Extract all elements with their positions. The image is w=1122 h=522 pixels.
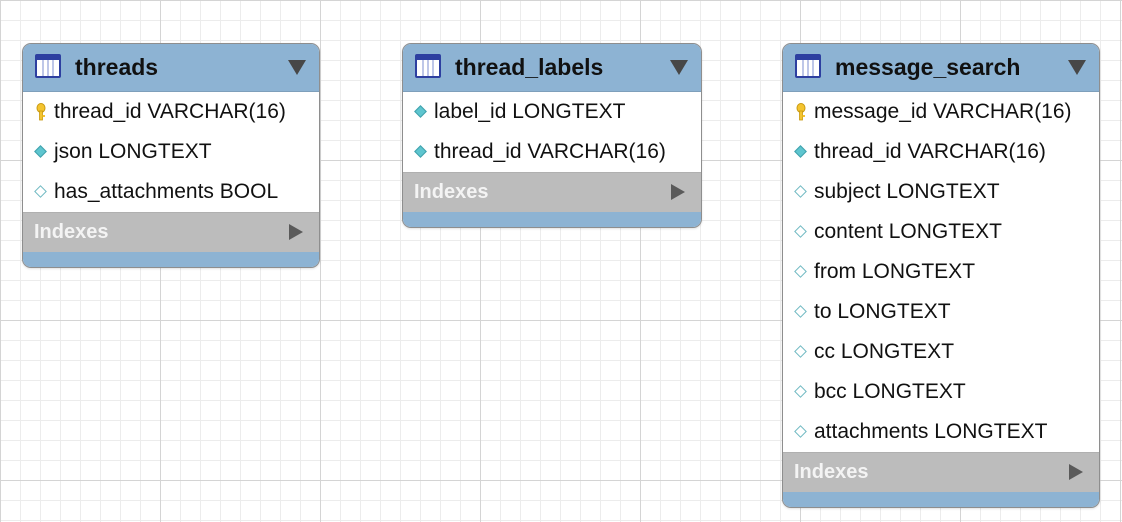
column-list: thread_id VARCHAR(16) json LONGTEXT has_… xyxy=(23,92,319,212)
expand-arrow-icon[interactable] xyxy=(671,184,685,200)
column-name: label_id LONGTEXT xyxy=(434,100,626,123)
table-title: message_search xyxy=(835,54,1021,80)
column-row[interactable]: content LONGTEXT xyxy=(783,212,1099,252)
column-name: content LONGTEXT xyxy=(814,220,1002,243)
column-row[interactable]: from LONGTEXT xyxy=(783,252,1099,292)
table-footer xyxy=(783,492,1099,507)
column-name: bcc LONGTEXT xyxy=(814,380,966,403)
column-row[interactable]: message_id VARCHAR(16) xyxy=(783,92,1099,132)
column-row[interactable]: thread_id VARCHAR(16) xyxy=(23,92,319,132)
empty-diamond-icon xyxy=(794,383,809,401)
table-message-search[interactable]: message_search message_id VARCHAR(16) th… xyxy=(782,43,1100,508)
collapse-arrow-icon[interactable] xyxy=(1068,60,1086,75)
filled-diamond-icon xyxy=(34,143,49,161)
empty-diamond-icon xyxy=(794,423,809,441)
indexes-section[interactable]: Indexes xyxy=(23,212,319,252)
column-name: attachments LONGTEXT xyxy=(814,420,1048,443)
column-row[interactable]: attachments LONGTEXT xyxy=(783,412,1099,452)
column-row[interactable]: has_attachments BOOL xyxy=(23,172,319,212)
empty-diamond-icon xyxy=(34,183,49,201)
table-title: thread_labels xyxy=(455,54,604,80)
column-row[interactable]: thread_id VARCHAR(16) xyxy=(783,132,1099,172)
table-header[interactable]: thread_labels xyxy=(403,44,701,92)
column-row[interactable]: thread_id VARCHAR(16) xyxy=(403,132,701,172)
column-row[interactable]: to LONGTEXT xyxy=(783,292,1099,332)
table-icon xyxy=(795,54,821,78)
indexes-label: Indexes xyxy=(414,181,489,203)
empty-diamond-icon xyxy=(794,343,809,361)
key-icon xyxy=(794,103,809,121)
column-row[interactable]: cc LONGTEXT xyxy=(783,332,1099,372)
table-title: threads xyxy=(75,54,159,80)
column-name: cc LONGTEXT xyxy=(814,340,955,363)
column-row[interactable]: subject LONGTEXT xyxy=(783,172,1099,212)
column-list: label_id LONGTEXT thread_id VARCHAR(16) xyxy=(403,92,701,172)
indexes-label: Indexes xyxy=(34,221,109,243)
table-thread-labels[interactable]: thread_labels label_id LONGTEXT thread_i… xyxy=(402,43,702,228)
column-row[interactable]: bcc LONGTEXT xyxy=(783,372,1099,412)
column-name: json LONGTEXT xyxy=(54,140,212,163)
indexes-section[interactable]: Indexes xyxy=(783,452,1099,492)
column-row[interactable]: json LONGTEXT xyxy=(23,132,319,172)
expand-arrow-icon[interactable] xyxy=(1069,464,1083,480)
table-threads[interactable]: threads thread_id VARCHAR(16) json LONGT… xyxy=(22,43,320,268)
table-icon xyxy=(35,54,61,78)
empty-diamond-icon xyxy=(794,223,809,241)
column-row[interactable]: label_id LONGTEXT xyxy=(403,92,701,132)
collapse-arrow-icon[interactable] xyxy=(288,60,306,75)
column-name: subject LONGTEXT xyxy=(814,180,1000,203)
filled-diamond-icon xyxy=(414,143,429,161)
indexes-section[interactable]: Indexes xyxy=(403,172,701,212)
filled-diamond-icon xyxy=(414,103,429,121)
column-name: thread_id VARCHAR(16) xyxy=(54,100,286,123)
column-name: from LONGTEXT xyxy=(814,260,976,283)
expand-arrow-icon[interactable] xyxy=(289,224,303,240)
table-header[interactable]: threads xyxy=(23,44,319,92)
empty-diamond-icon xyxy=(794,183,809,201)
indexes-label: Indexes xyxy=(794,461,869,483)
collapse-arrow-icon[interactable] xyxy=(670,60,688,75)
filled-diamond-icon xyxy=(794,143,809,161)
empty-diamond-icon xyxy=(794,303,809,321)
column-list: message_id VARCHAR(16) thread_id VARCHAR… xyxy=(783,92,1099,452)
table-header[interactable]: message_search xyxy=(783,44,1099,92)
key-icon xyxy=(34,103,49,121)
column-name: message_id VARCHAR(16) xyxy=(814,100,1072,123)
empty-diamond-icon xyxy=(794,263,809,281)
column-name: has_attachments BOOL xyxy=(54,180,279,203)
column-name: thread_id VARCHAR(16) xyxy=(814,140,1046,163)
table-icon xyxy=(415,54,441,78)
table-footer xyxy=(23,252,319,267)
column-name: to LONGTEXT xyxy=(814,300,951,323)
table-footer xyxy=(403,212,701,227)
column-name: thread_id VARCHAR(16) xyxy=(434,140,666,163)
